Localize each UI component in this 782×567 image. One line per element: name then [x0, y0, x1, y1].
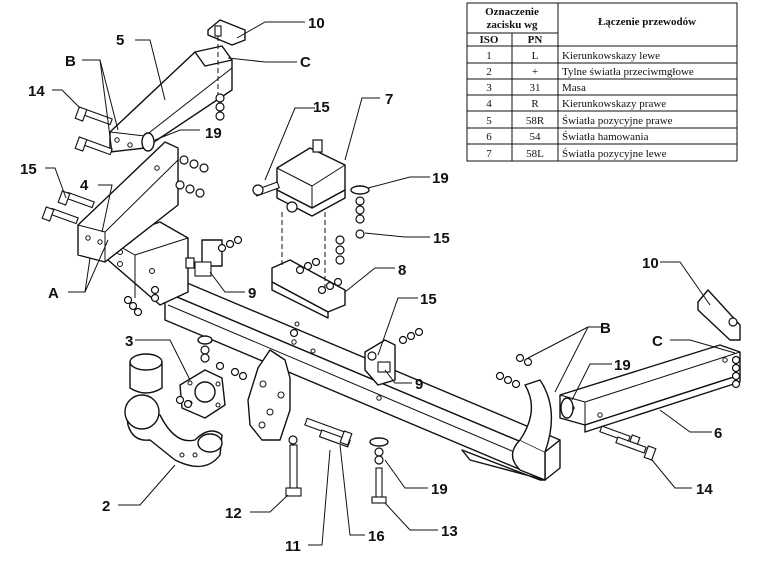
bolt	[252, 181, 298, 213]
nut-stack	[215, 93, 225, 121]
nut-stack	[495, 353, 574, 419]
bolt	[74, 106, 113, 126]
table-cell-pn: L	[532, 50, 539, 62]
table-col-pn: PN	[528, 34, 543, 46]
table-row: 4 R Kierunkowskazy prawe	[486, 98, 666, 110]
table-row: 2 + Tylne światła przeciwmgłowe	[486, 66, 694, 78]
table-row: 1 L Kierunkowskazy lewe	[486, 50, 660, 62]
label-3: 3	[125, 333, 133, 350]
bracket-6	[559, 344, 741, 433]
bolt	[615, 436, 657, 461]
table-row: 3 31 Masa	[486, 82, 586, 94]
nut-stack	[731, 355, 741, 389]
bolt	[369, 437, 389, 504]
nut-stack	[289, 257, 343, 338]
washer	[141, 132, 155, 152]
label-A: A	[48, 285, 59, 302]
label-4: 4	[80, 177, 89, 194]
table-cell-desc: Światła pozycyjne lewe	[562, 148, 667, 160]
table-cell-desc: Światła hamowania	[562, 131, 649, 143]
label-11: 11	[285, 538, 301, 555]
label-19: 19	[205, 125, 222, 142]
label-6: 6	[714, 425, 722, 442]
bolt	[41, 206, 79, 225]
label-15: 15	[433, 230, 450, 247]
table-col-iso: ISO	[480, 34, 499, 46]
table-cell-pn: 58R	[526, 115, 545, 127]
nut-stack	[185, 235, 243, 277]
label-15: 15	[420, 291, 437, 308]
table-cell-iso: 2	[486, 66, 492, 78]
label-5: 5	[116, 32, 124, 49]
table-row: 5 58R Światła pozycyjne prawe	[486, 115, 672, 127]
table-cell-iso: 7	[486, 148, 492, 160]
label-C: C	[652, 333, 663, 350]
bolt	[304, 417, 353, 448]
part-labels: 10 5 B C 14 19 15 4 7 15 19 15 8 A 9 3 1…	[20, 15, 722, 555]
table-header-right: Łączenie przewodów	[598, 16, 696, 28]
table-cell-desc: Światła pozycyjne prawe	[562, 115, 673, 127]
table-header-left-2: zacisku wg	[486, 19, 538, 31]
table-cell-pn: 54	[530, 131, 542, 143]
label-9: 9	[248, 285, 256, 302]
nut-stack	[175, 335, 248, 409]
table-cell-iso: 3	[486, 82, 492, 94]
table-cell-pn: R	[531, 98, 539, 110]
table-cell-iso: 5	[486, 115, 492, 127]
bolt	[57, 190, 95, 209]
table-cell-desc: Kierunkowskazy lewe	[562, 50, 660, 62]
bracket-8	[271, 212, 346, 319]
label-19: 19	[432, 170, 449, 187]
table-cell-pn: 58L	[526, 148, 544, 160]
label-9: 9	[415, 376, 423, 393]
label-14: 14	[28, 83, 45, 100]
bolt	[74, 136, 113, 156]
table-cell-desc: Tylne światła przeciwmgłowe	[562, 66, 694, 78]
nut-stack	[335, 185, 370, 265]
plate-10-top	[207, 19, 246, 95]
table-cell-iso: 6	[486, 131, 492, 143]
nut-stack	[175, 155, 209, 198]
label-14: 14	[696, 481, 713, 498]
center-plate	[247, 349, 291, 441]
table-row: 6 54 Światła hamowania	[486, 131, 648, 143]
label-C: C	[300, 54, 311, 71]
table-cell-desc: Kierunkowskazy prawe	[562, 98, 666, 110]
table-cell-desc: Masa	[562, 82, 586, 94]
fasteners	[41, 93, 741, 504]
bolt	[285, 435, 302, 497]
label-B: B	[65, 53, 76, 70]
label-19: 19	[614, 357, 631, 374]
label-B: B	[600, 320, 611, 337]
label-8: 8	[398, 262, 406, 279]
label-15: 15	[313, 99, 330, 116]
table-cell-pn: 31	[530, 82, 541, 94]
table-cell-pn: +	[532, 66, 538, 78]
label-7: 7	[385, 91, 393, 108]
label-12: 12	[225, 505, 242, 522]
label-2: 2	[102, 498, 110, 515]
tow-ball-2	[124, 394, 223, 468]
plate-9-right	[364, 327, 424, 386]
label-15: 15	[20, 161, 37, 178]
label-19: 19	[431, 481, 448, 498]
wiring-table: Oznaczenie zacisku wg Łączenie przewodów…	[466, 2, 738, 162]
table-header-left-1: Oznaczenie	[485, 6, 539, 18]
leader-lines	[45, 21, 736, 546]
table-row: 7 58L Światła pozycyjne lewe	[486, 148, 666, 160]
label-13: 13	[441, 523, 458, 540]
bracket-4	[77, 141, 179, 263]
table-cell-iso: 4	[486, 98, 492, 110]
main-crossbar	[107, 221, 561, 481]
label-16: 16	[368, 528, 385, 545]
label-10: 10	[308, 15, 325, 32]
label-10: 10	[642, 255, 659, 272]
nut-stack	[123, 285, 160, 317]
table-cell-iso: 1	[486, 50, 492, 62]
